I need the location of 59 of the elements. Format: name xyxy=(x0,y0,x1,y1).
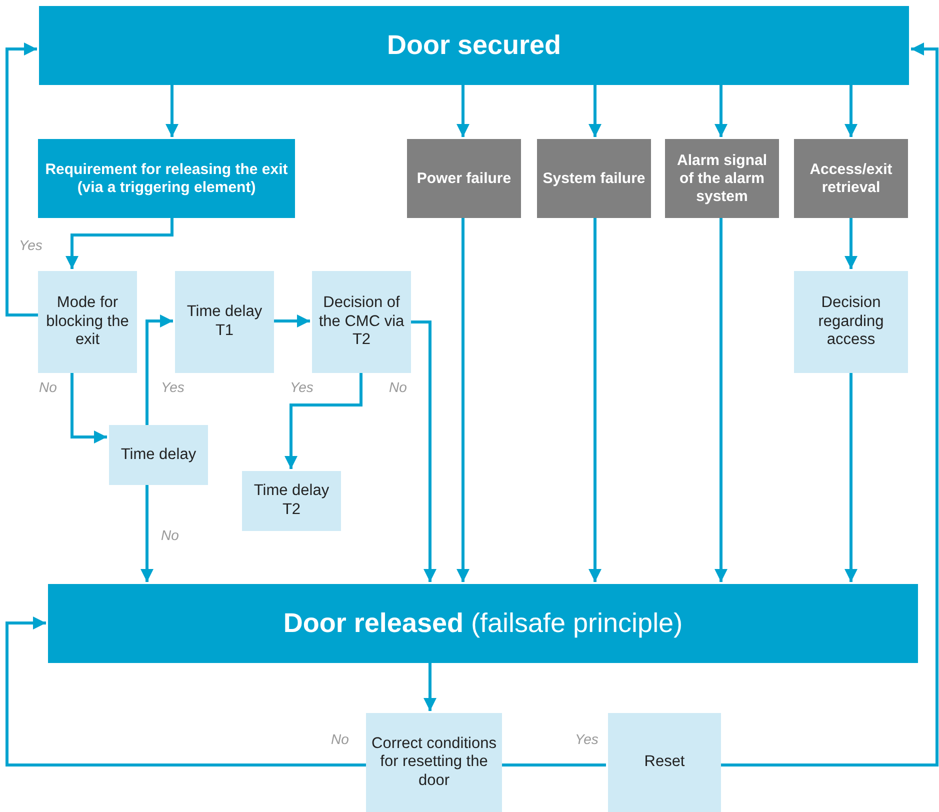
arrow xyxy=(70,373,107,444)
edge-label: Yes xyxy=(18,238,44,254)
arrow xyxy=(6,42,38,316)
node-label: Correct conditions for resetting the door xyxy=(370,734,498,790)
node-label: Reset xyxy=(644,753,685,772)
node-label: Requirement for releasing the exit (via a triggering element) xyxy=(44,160,289,196)
arrow xyxy=(166,85,178,137)
node-label: Mode for blocking the exit xyxy=(45,294,130,350)
process-box xyxy=(38,271,137,373)
node-label: Decision regarding access xyxy=(817,294,885,350)
arrow xyxy=(721,42,938,766)
edge-label: No xyxy=(388,380,408,396)
arrow xyxy=(6,616,366,766)
arrow xyxy=(274,314,310,328)
process-box xyxy=(38,139,295,218)
node-label: Alarm signal of the alarm system xyxy=(676,152,768,206)
arrow xyxy=(714,218,728,582)
arrow xyxy=(140,485,154,582)
node-label: Time delay T1 xyxy=(186,303,264,341)
process-box xyxy=(366,713,502,812)
arrow xyxy=(844,373,858,582)
node-label: Access/exit retrieval xyxy=(808,160,894,196)
arrow xyxy=(844,218,858,269)
arrow xyxy=(456,218,470,582)
process-box xyxy=(312,271,411,373)
arrow xyxy=(66,218,174,269)
edge-label: Yes xyxy=(289,380,314,396)
node-label: Door released (failsafe principle) xyxy=(283,607,683,640)
arrow xyxy=(588,218,602,582)
arrow xyxy=(456,85,470,137)
event-box xyxy=(537,139,651,218)
node-label: Door secured xyxy=(386,29,562,62)
process-box xyxy=(794,271,908,373)
node-label: Time delay xyxy=(120,446,196,464)
arrow xyxy=(714,85,728,137)
edge-label: Yes xyxy=(574,732,600,748)
state-box xyxy=(39,6,909,85)
edge-label: No xyxy=(330,732,350,748)
arrow xyxy=(146,314,173,425)
process-box xyxy=(175,271,274,373)
event-box xyxy=(407,139,521,218)
event-box xyxy=(794,139,908,218)
process-box xyxy=(109,425,208,485)
arrow xyxy=(411,320,436,582)
state-box xyxy=(48,584,918,663)
process-box xyxy=(242,471,341,531)
edge-label: Yes xyxy=(160,380,186,396)
process-box xyxy=(608,713,721,812)
event-box xyxy=(665,139,779,218)
edge-label: No xyxy=(38,380,58,396)
node-label: Decision of the CMC via T2 xyxy=(318,294,406,350)
node-label: System failure xyxy=(542,170,646,188)
arrow xyxy=(424,663,436,711)
edge-label: No xyxy=(160,528,180,544)
arrow xyxy=(588,85,602,137)
node-label: Time delay T2 xyxy=(252,482,330,520)
node-label: Power failure xyxy=(416,170,512,188)
arrow xyxy=(284,373,362,469)
arrow xyxy=(844,85,858,137)
